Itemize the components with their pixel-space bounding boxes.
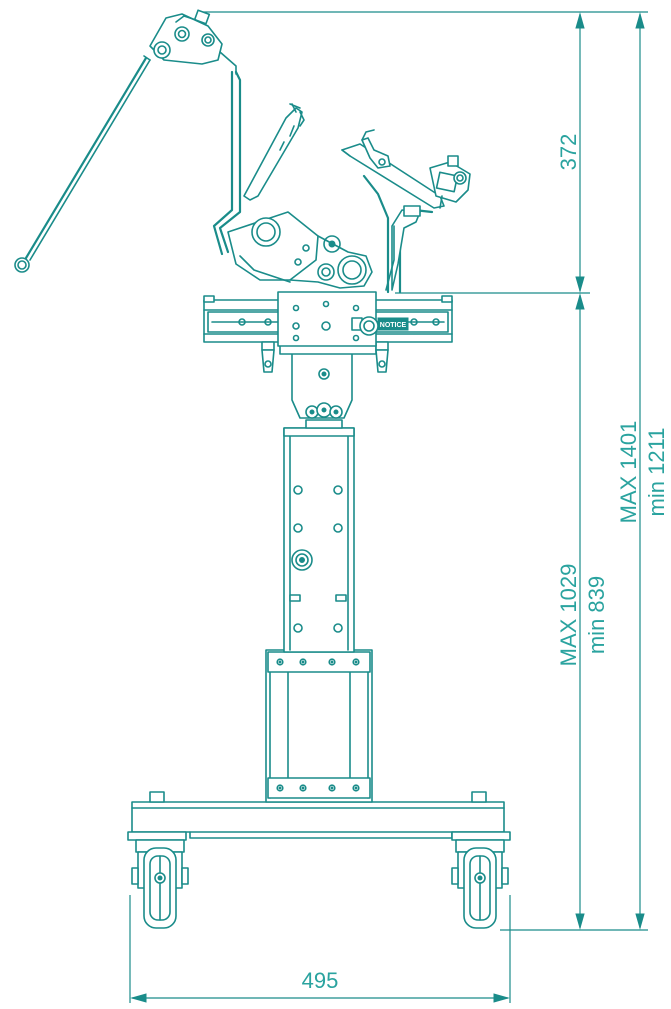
inner-column	[283, 427, 355, 653]
right-support-arm	[362, 174, 434, 294]
notice-plate-label: NOTICE	[380, 322, 407, 329]
dimension-column-max: MAX 1029	[556, 564, 581, 667]
top-clamp	[143, 9, 237, 75]
outer-column	[265, 649, 373, 803]
dimension-top-height: 372	[556, 134, 581, 171]
center-plate: NOTICE	[277, 291, 409, 347]
hanging-rod	[14, 56, 151, 273]
caster-wheel-left	[131, 839, 189, 929]
dimension-base-width: 495	[302, 968, 339, 993]
swivel-head	[279, 339, 377, 429]
dimension-column-min: min 839	[584, 576, 609, 654]
left-support-arm	[212, 70, 373, 289]
dimension-total-max: MAX 1401	[616, 421, 641, 524]
caster-wheel-right	[451, 839, 509, 929]
dimension-lines	[129, 11, 648, 1003]
dimension-total-min: min 1211	[644, 428, 669, 517]
right-clamp-plate	[341, 129, 471, 209]
angled-bracket	[243, 103, 305, 201]
